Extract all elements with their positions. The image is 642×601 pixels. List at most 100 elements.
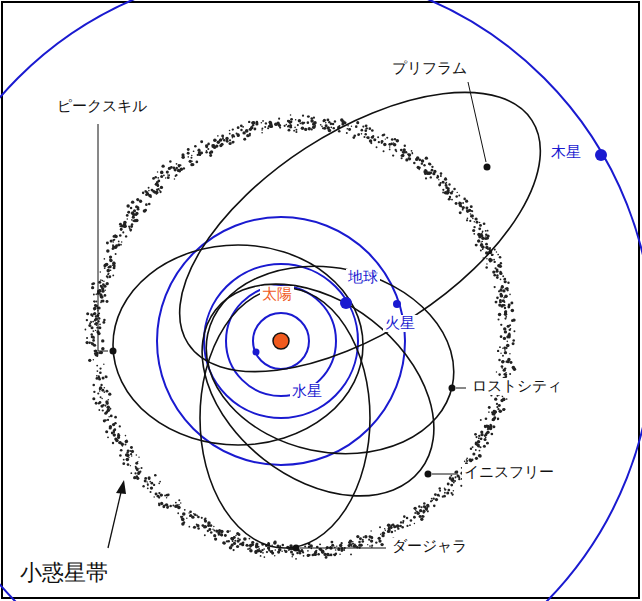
belt-dot (99, 386, 102, 389)
belt-dot (460, 205, 462, 207)
belt-dot (175, 502, 177, 504)
belt-dot (371, 545, 373, 547)
belt-dot (209, 154, 212, 157)
belt-dot (334, 120, 336, 122)
belt-dot (93, 300, 95, 302)
belt-dot (164, 494, 166, 496)
belt-dot (108, 266, 111, 269)
belt-dot (251, 121, 254, 124)
belt-dot (110, 239, 113, 242)
belt-dot (308, 115, 310, 117)
belt-dot (503, 373, 506, 376)
belt-dot (350, 553, 352, 555)
belt-dot (214, 537, 217, 540)
belt-dot (93, 359, 94, 360)
belt-dot (240, 124, 243, 127)
mars-orbit (157, 217, 405, 465)
belt-dot (238, 533, 241, 536)
belt-dot (147, 483, 149, 485)
belt-dot (458, 478, 460, 480)
belt-dot (99, 351, 102, 354)
belt-dot (89, 342, 91, 344)
belt-dot (153, 191, 156, 194)
belt-dot (267, 546, 270, 549)
belt-dot (120, 229, 122, 231)
belt-dot (114, 422, 116, 424)
belt-dot (200, 140, 203, 143)
belt-dot (91, 336, 94, 339)
belt-dot (157, 171, 159, 173)
belt-dot (504, 310, 507, 313)
belt-dot (239, 539, 241, 541)
belt-dot (406, 517, 409, 520)
belt-dot (207, 143, 210, 146)
belt-dot (339, 553, 341, 555)
belt-dot (109, 255, 112, 258)
belt-dot (510, 361, 513, 364)
belt-dot (130, 472, 132, 474)
belt-dot (368, 127, 371, 130)
belt-dot (98, 378, 101, 381)
belt-dot (489, 424, 492, 427)
belt-dot (96, 375, 98, 377)
belt-dot (93, 294, 95, 296)
belt-dot (188, 526, 190, 528)
belt-dot (486, 258, 488, 260)
belt-dot (447, 489, 450, 492)
belt-dot (160, 175, 163, 178)
belt-dot (102, 321, 105, 324)
belt-dot (232, 128, 234, 130)
belt-dot (92, 330, 94, 332)
belt-dot (137, 471, 140, 474)
belt-dot (472, 218, 474, 220)
belt-dot (383, 150, 385, 152)
belt-dot (91, 286, 94, 289)
belt-dot (191, 155, 192, 156)
belt-dot (411, 150, 413, 152)
belt-dot (229, 530, 230, 531)
belt-dot (95, 301, 97, 303)
belt-dot (96, 354, 99, 357)
belt-dot (155, 183, 157, 185)
belt-dot (117, 436, 120, 439)
belt-dot (445, 184, 448, 187)
belt-dot (256, 121, 259, 124)
belt-dot (387, 530, 390, 533)
belt-dot (479, 224, 482, 227)
belt-dot (375, 541, 377, 543)
belt-dot (446, 491, 449, 494)
belt-dot (226, 530, 229, 533)
belt-dot (509, 373, 511, 375)
belt-dot (387, 523, 390, 526)
belt-dot (420, 518, 423, 521)
belt-dot (123, 221, 126, 224)
belt-dot (475, 449, 477, 451)
belt-dot (114, 428, 117, 431)
belt-dot (504, 317, 506, 319)
belt-dot (204, 519, 207, 522)
belt-dot (167, 176, 170, 179)
belt-dot (150, 482, 153, 485)
belt-dot (229, 133, 231, 135)
belt-dot (479, 450, 481, 452)
belt-dot (115, 439, 119, 443)
belt-dot (497, 254, 499, 256)
belt-dot (507, 306, 510, 309)
belt-dot (301, 550, 304, 553)
planet-name: 水星 (290, 383, 324, 400)
belt-dot (364, 535, 367, 538)
belt-dot (503, 399, 505, 401)
belt-dot (106, 249, 109, 252)
belt-dot (504, 311, 507, 314)
belt-dot (86, 312, 89, 315)
belt-dot (478, 435, 480, 437)
belt-dot (477, 443, 480, 446)
belt-dot (502, 286, 504, 288)
belt-dot (425, 177, 427, 179)
belt-dot (311, 128, 313, 130)
belt-dot (139, 200, 142, 203)
belt-dot (250, 126, 253, 129)
belt-dot (249, 538, 251, 540)
belt-dot (175, 504, 178, 507)
